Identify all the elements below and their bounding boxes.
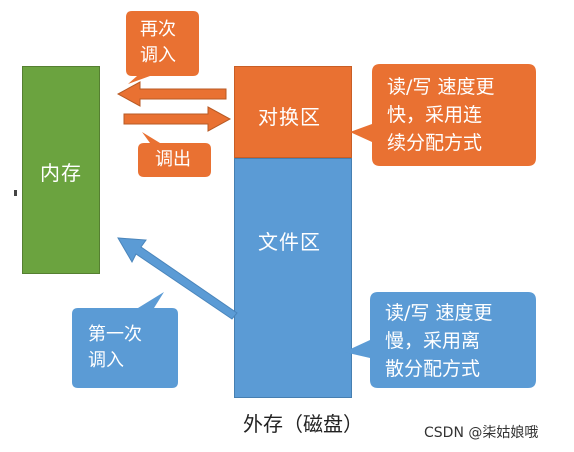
callout-swap-speed-line1: 读/写 速度更: [387, 76, 495, 98]
callout-first-load-line1: 第一次: [88, 324, 142, 345]
callout-reload-text: 再次 调入: [140, 17, 176, 69]
swap-area-label: 对换区: [258, 105, 321, 129]
callout-swap-speed-line3: 续分配方式: [387, 132, 483, 154]
watermark-text: CSDN @柒姑娘哦: [424, 425, 539, 441]
external-storage-label: 外存（磁盘）: [243, 412, 363, 436]
swap-area-block: [234, 66, 352, 158]
callout-reload-line1: 再次: [140, 19, 176, 40]
callout-reload: [126, 11, 199, 84]
arrow-reload: [116, 81, 227, 107]
callout-file-speed-text: 读/写 速度更 慢，采用离 散分配方式: [385, 299, 492, 383]
callout-swap-speed: [350, 64, 536, 166]
callout-swap-speed-line2: 快，采用连: [387, 104, 483, 126]
arrow-swap-out: [123, 106, 232, 132]
stray-mark: [14, 190, 17, 196]
callout-file-speed-line1: 读/写 速度更: [385, 302, 493, 324]
file-area-block: [234, 158, 352, 398]
callout-first-load-text: 第一次 调入: [88, 322, 142, 374]
callout-swap-out: [138, 132, 211, 177]
callout-file-speed-line2: 慢，采用离: [385, 330, 481, 352]
callout-file-speed: [344, 292, 536, 388]
callout-swap-out-text: 调出: [155, 149, 191, 170]
callout-file-speed-line3: 散分配方式: [385, 358, 481, 380]
memory-block: [22, 66, 100, 274]
callout-first-load-line2: 调入: [88, 350, 124, 371]
callout-swap-speed-text: 读/写 速度更 快，采用连 续分配方式: [387, 73, 494, 157]
callout-reload-line2: 调入: [140, 45, 176, 66]
file-area-label: 文件区: [258, 230, 321, 254]
callout-first-load: [72, 292, 178, 388]
arrow-first-load: [117, 237, 238, 320]
memory-label: 内存: [40, 161, 82, 185]
